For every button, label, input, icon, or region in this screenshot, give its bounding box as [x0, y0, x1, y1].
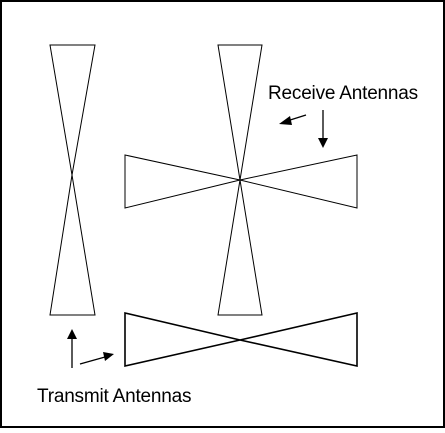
transmit-antennas-label: Transmit Antennas [37, 386, 192, 407]
receive-arrow-down-head [318, 138, 328, 148]
receive-vertical-lower-element [217, 179, 263, 316]
transmit-arrows [67, 329, 114, 368]
transmit-horizontal-right-element [239, 311, 358, 367]
transmit-vertical-upper-element [49, 44, 96, 176]
receive-arrow-left-head [279, 116, 292, 125]
receive-antenna-horizontal [124, 154, 358, 209]
transmit-antenna-vertical [49, 44, 96, 316]
transmit-arrow-up-head [67, 329, 77, 339]
receive-arrows [279, 110, 328, 148]
transmit-vertical-lower-element [49, 174, 96, 316]
receive-vertical-upper-element [217, 44, 263, 181]
receive-horizontal-right-element [239, 154, 358, 209]
receive-horizontal-left-element [124, 154, 241, 209]
transmit-arrow-right-shaft [79, 356, 106, 365]
transmit-arrow-right-head [103, 352, 114, 361]
transmit-horizontal-left-element [124, 311, 241, 368]
receive-antenna-vertical [217, 44, 263, 316]
transmit-antenna-horizontal [124, 311, 358, 368]
receive-antennas-label: Receive Antennas [268, 83, 418, 104]
